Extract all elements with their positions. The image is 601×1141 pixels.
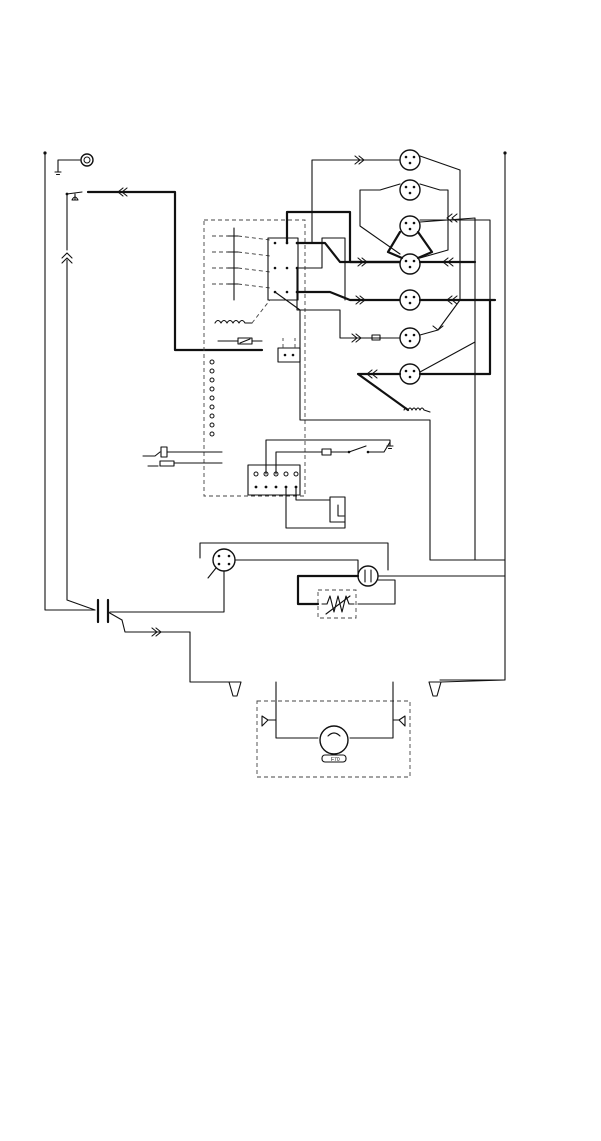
wire-motor-3-right (418, 232, 432, 258)
heater-element-icon (322, 596, 354, 614)
plug-terminal-icon (393, 716, 405, 726)
connector-arrow-icon (433, 326, 443, 330)
wire-plug-to-capacitor (235, 560, 358, 575)
connector-arrow-icon (88, 188, 175, 196)
control-board-enclosure (204, 220, 305, 496)
resistor-icon (218, 338, 262, 344)
wire-relay-output-b (297, 238, 345, 300)
wire-contactor-to-compressor (122, 620, 230, 682)
wire-relay-to-right-rail (275, 292, 505, 560)
wire-block-to-fuse (276, 452, 322, 474)
wire-motor-7-right (420, 300, 490, 374)
motor-connector-2 (400, 180, 420, 200)
relay-terminals (274, 242, 299, 294)
wire-motor-3-far (420, 220, 490, 300)
wire-motor-7-to-coil (358, 374, 408, 410)
meter-mark: F70 (331, 757, 340, 763)
wire-relay-to-motor-5 (297, 292, 402, 300)
ground-icon (387, 446, 393, 449)
relay-terminal-box (268, 238, 298, 300)
connector-plug-icon (208, 549, 235, 578)
wire-motor-1-right (420, 156, 460, 300)
right-supply-rail (440, 151, 507, 680)
contactor-icon (98, 600, 122, 622)
thermostat-icon (66, 192, 82, 250)
motor-connector-6 (400, 328, 420, 348)
sensor-icon (81, 154, 93, 166)
temperature-probe-icon (148, 461, 222, 466)
motor-connector-3 (400, 216, 420, 236)
wire-motor-7-diag (420, 342, 475, 372)
left-supply-rail (43, 151, 95, 610)
wire-compressor-left (276, 720, 318, 738)
fuse-icon (322, 449, 331, 455)
wire-thermostat-to-control (175, 195, 262, 350)
plug-terminal-icon (262, 716, 276, 726)
motor-connector-4 (400, 254, 420, 274)
wire-block-to-ground (266, 440, 390, 474)
wire-compressor-right (350, 720, 393, 738)
two-pin-connector (278, 338, 300, 362)
relay-contacts (212, 228, 270, 300)
door-switch-icon (286, 487, 345, 528)
wire-nut-icon (229, 682, 241, 696)
wire-thermostat-down (67, 260, 95, 610)
switch-icon (348, 442, 390, 453)
wire-nut-icon (429, 682, 441, 696)
motor-connector-1 (400, 150, 420, 170)
wire-plug-to-contactor (110, 571, 224, 612)
terminal-block (248, 465, 300, 495)
compressor-feed-wires (276, 682, 393, 690)
motor-connector-5 (400, 290, 420, 310)
wire-motor-6-right (420, 300, 460, 335)
compressor-drop-wires (276, 690, 393, 720)
relay-coil (215, 300, 270, 323)
wire-motor-3-to-rail (420, 218, 475, 560)
wire-relay-to-motor-6 (297, 268, 402, 338)
capacitor-icon (358, 566, 378, 586)
terminal-column (210, 360, 214, 436)
temperature-probe-icon (143, 447, 222, 457)
motor-connector-7 (400, 364, 420, 384)
ground-icon (55, 160, 80, 175)
